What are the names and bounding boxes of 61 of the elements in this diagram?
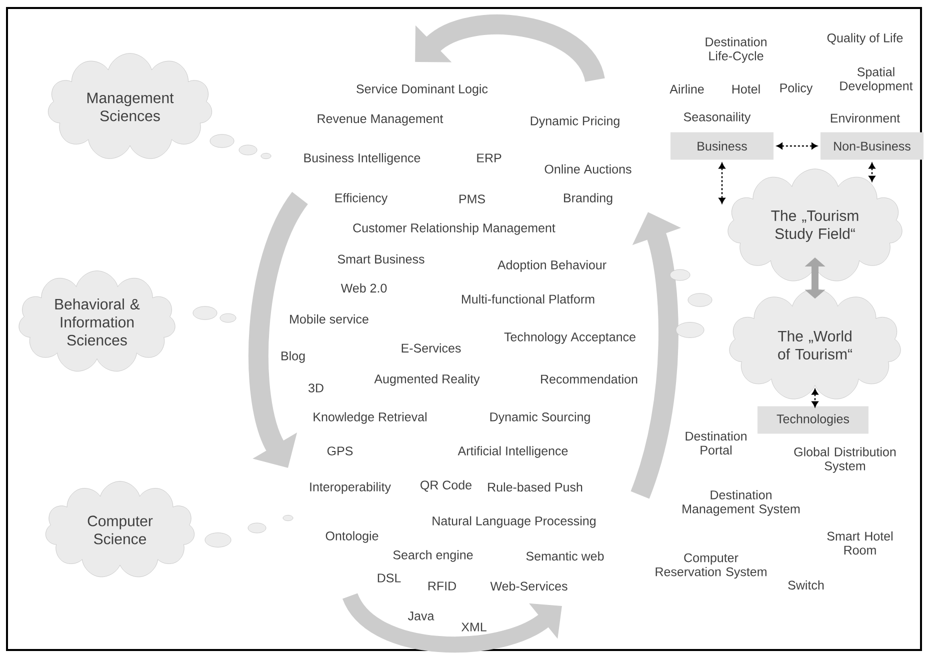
keyword-label: GPS: [327, 446, 353, 456]
keyword-label: Business Intelligence: [304, 153, 420, 165]
keyword-label: Natural Language Processing: [432, 516, 596, 528]
keyword-label: Revenue Management: [318, 114, 444, 126]
keyword-label: Global Distribution System: [794, 447, 896, 473]
keyword-label: Web-Services: [490, 581, 568, 591]
keyword-label: Interoperability: [310, 482, 391, 494]
keyword-label: Semantic web: [526, 551, 604, 561]
category-box: Business: [670, 132, 774, 160]
keyword-label: Rule-based Push: [488, 482, 582, 492]
keyword-label: Efficiency: [335, 193, 388, 205]
keyword-label: Ontologie: [326, 531, 378, 543]
keyword-label: Java: [408, 612, 434, 620]
keyword-label: Recommendation: [541, 374, 638, 384]
arrow: [718, 162, 726, 204]
thought-cloud: Management Sciences: [48, 53, 212, 159]
keyword-label: Search engine: [393, 550, 473, 562]
keyword-label: Policy: [780, 83, 813, 95]
keyword-label: Service Dominant Logic: [356, 84, 488, 96]
thought-cloud: The „World of Tourism“: [729, 288, 901, 400]
category-box: Non-Business: [820, 132, 924, 160]
category-box: Technologies: [757, 406, 869, 434]
keyword-label: Technology Acceptance: [504, 332, 636, 344]
thought-cloud: Computer Science: [45, 481, 195, 578]
keyword-label: PMS: [459, 194, 485, 204]
keyword-label: Branding: [564, 193, 612, 205]
keyword-label: Customer Relationship Management: [353, 223, 556, 235]
keyword-label: Computer Reservation System: [656, 553, 766, 579]
keyword-label: Destination Portal: [686, 431, 746, 455]
thought-cloud: Behavioral & Information Sciences: [18, 270, 176, 372]
keyword-label: Airline: [670, 84, 704, 94]
keyword-label: Blog: [282, 351, 305, 363]
keyword-label: Switch: [788, 580, 824, 590]
keyword-label: E-Services: [402, 343, 461, 353]
keyword-label: Artificial Intelligence: [458, 446, 568, 458]
keyword-label: 3D: [308, 384, 324, 392]
keyword-label: Mobile service: [290, 314, 368, 324]
arrow: [776, 142, 818, 150]
keyword-label: Web 2.0: [340, 283, 387, 293]
keyword-label: Smart Hotel Room: [827, 531, 892, 555]
thought-cloud: The „Tourism Study Field“: [728, 168, 902, 282]
keyword-label: Destination Management System: [682, 490, 800, 516]
keyword-label: Quality of Life: [827, 33, 903, 45]
keyword-label: Knowledge Retrieval: [314, 412, 426, 424]
keyword-label: Smart Business: [338, 254, 424, 264]
keyword-label: Spatial Development: [840, 67, 913, 93]
keyword-label: Online Auctions: [544, 164, 632, 174]
keyword-label: Dynamic Pricing: [530, 116, 620, 128]
keyword-label: Dynamic Sourcing: [490, 412, 590, 424]
keyword-label: ERP: [477, 154, 502, 162]
keyword-label: Augmented Reality: [374, 374, 480, 386]
keyword-label: Hotel: [732, 84, 760, 94]
keyword-label: Multi-functional Platform: [462, 294, 594, 304]
keyword-label: DSL: [378, 574, 401, 582]
arrow: [812, 388, 818, 408]
arrow: [868, 162, 876, 182]
keyword-label: QR Code: [420, 480, 472, 492]
keyword-label: RFID: [428, 582, 456, 590]
keyword-label: Destination Life-Cycle: [706, 37, 766, 63]
keyword-label: XML: [461, 622, 486, 632]
keyword-label: Adoption Behaviour: [497, 260, 606, 272]
